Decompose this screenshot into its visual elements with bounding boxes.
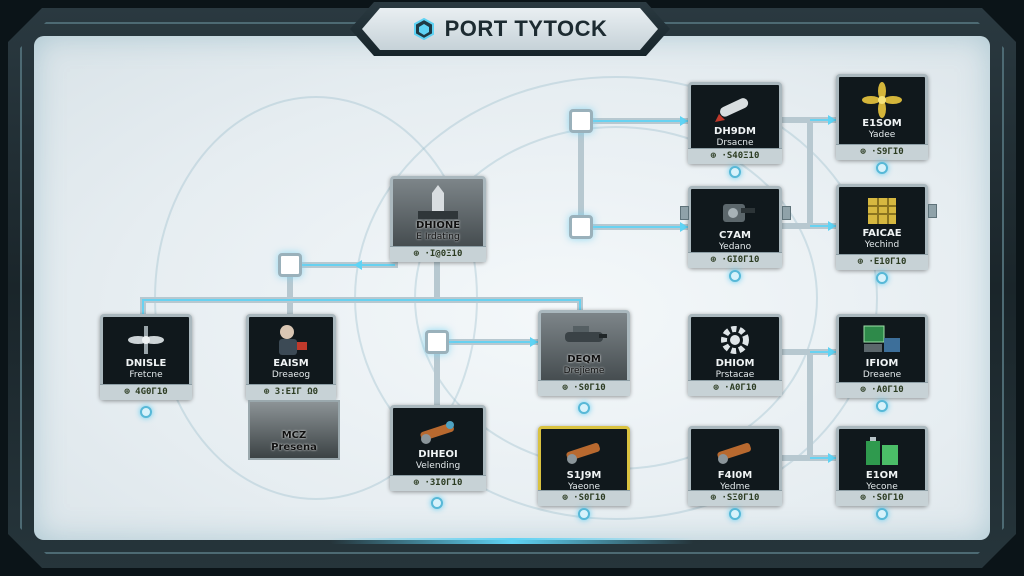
node-name: E1SOM	[862, 118, 902, 129]
node-subtitle: Dreaeog	[271, 370, 311, 380]
upgrade-node[interactable]: S1J9M Yaeone ⊕ ·S0Γ10	[538, 426, 630, 506]
node-cost: ⊕ ·3I0Γ10	[390, 475, 486, 491]
node-pin[interactable]	[140, 406, 152, 418]
preview-label: MCZ	[281, 430, 307, 441]
node-name: DHIONE	[415, 220, 461, 231]
node-cost: ⊕ 4G0Γ10	[100, 384, 192, 400]
node-pin[interactable]	[729, 166, 741, 178]
node-name: FAICAE	[862, 228, 902, 239]
node-subtitle: Drsacne	[716, 138, 754, 148]
page-title: PORT TYTOCK	[444, 16, 608, 41]
node-name: DHIOM	[715, 358, 755, 369]
node-cost: ⊕ ·A0Γ10	[688, 380, 782, 396]
side-tab	[928, 204, 937, 218]
node-subtitle: Velending	[415, 461, 461, 471]
node-pin[interactable]	[876, 400, 888, 412]
node-name: F4I0M	[717, 470, 753, 481]
node-subtitle: Prstacae	[715, 370, 755, 380]
pilot-icon	[253, 321, 329, 359]
node-name: E1OM	[865, 470, 899, 481]
gear-icon	[695, 321, 775, 359]
preview-sublabel: Presena	[271, 442, 317, 453]
node-name: IFIOM	[865, 358, 899, 369]
node-cost: ⊕ ·I@0Ξ10	[390, 246, 486, 262]
node-pin[interactable]	[876, 162, 888, 174]
title-bar: PORT TYTOCK	[362, 8, 658, 50]
node-cost: ⊕ ·S0Γ10	[538, 490, 630, 506]
locked-preview-panel: MCZ Presena	[248, 400, 340, 460]
node-cost: ⊕ 3:EΙΓ Ω0	[246, 384, 336, 400]
node-subtitle: E Irdating	[416, 232, 460, 242]
node-pin[interactable]	[431, 497, 443, 509]
node-subtitle: Yechind	[864, 240, 900, 250]
launcher-icon	[397, 412, 479, 450]
upgrade-node[interactable]: EAISM Dreaeog ⊕ 3:EΙΓ Ω0	[246, 314, 336, 400]
cannon-icon	[695, 433, 775, 471]
node-cost: ⊕ ·S9ΓI0	[836, 144, 928, 160]
node-pin[interactable]	[729, 270, 741, 282]
connector-joint	[425, 330, 449, 354]
node-subtitle: Yedme	[720, 482, 750, 492]
upgrade-node[interactable]: DNISLE Fretcne ⊕ 4G0Γ10	[100, 314, 192, 400]
connector-joint	[569, 109, 593, 133]
upgrade-node[interactable]: DHIONE E Irdating ⊕ ·I@0Ξ10	[390, 176, 486, 262]
connector-joint	[278, 253, 302, 277]
upgrade-node[interactable]: E1SOM Yadee ⊕ ·S9ΓI0	[836, 74, 928, 160]
side-tab	[782, 206, 791, 220]
tower-icon	[397, 183, 479, 221]
upgrade-node[interactable]: DH9DM Drsacne ⊕ ·S40Ξ10	[688, 82, 782, 164]
node-name: S1J9M	[566, 470, 602, 481]
console-icon	[843, 321, 921, 359]
node-subtitle: Yecone	[866, 482, 898, 492]
node-cost: ⊕ ·S0Γ10	[836, 490, 928, 506]
gunship-icon	[545, 317, 623, 355]
hex-emblem-icon	[413, 18, 434, 40]
node-cost: ⊕ ·A0Γ10	[836, 382, 928, 398]
node-cost: ⊕ ·E10Γ10	[836, 254, 928, 270]
node-pin[interactable]	[578, 508, 590, 520]
node-pin[interactable]	[729, 508, 741, 520]
upgrade-node[interactable]: C7AM Yedano ⊕ ·GI0Γ10	[688, 186, 782, 268]
twin-prop-icon	[107, 321, 185, 359]
node-subtitle: Yadee	[868, 130, 896, 140]
node-subtitle: Dreaene	[862, 370, 902, 380]
node-name: DIHEOI	[418, 449, 458, 460]
upgrade-node[interactable]: DHIOM Prstacae ⊕ ·A0Γ10	[688, 314, 782, 396]
propeller-icon	[843, 81, 921, 119]
rocket-icon	[695, 89, 775, 127]
cannon-icon	[545, 433, 623, 471]
upgrade-node[interactable]: FAICAE Yechind ⊕ ·E10Γ10	[836, 184, 928, 270]
crate-icon	[843, 191, 921, 229]
side-tab	[680, 206, 689, 220]
node-cost: ⊕ ·S40Ξ10	[688, 148, 782, 164]
connector-joint	[569, 215, 593, 239]
upgrade-node[interactable]: E1OM Yecone ⊕ ·S0Γ10	[836, 426, 928, 506]
node-subtitle: Drejieme	[563, 366, 605, 376]
node-name: EAISM	[273, 358, 309, 369]
node-name: C7AM	[719, 230, 751, 241]
node-pin[interactable]	[578, 402, 590, 414]
upgrade-node[interactable]: DEQM Drejieme ⊕ ·S0Γ10	[538, 310, 630, 396]
node-name: DEQM	[567, 354, 601, 365]
node-pin[interactable]	[876, 272, 888, 284]
bottom-accent-glow	[330, 538, 694, 544]
node-pin[interactable]	[876, 508, 888, 520]
node-cost: ⊕ ·SΞ0Γ10	[688, 490, 782, 506]
node-cost: ⊕ ·S0Γ10	[538, 380, 630, 396]
upgrade-node[interactable]: F4I0M Yedme ⊕ ·SΞ0Γ10	[688, 426, 782, 506]
node-subtitle: Yaeone	[567, 482, 601, 492]
battery-icon	[843, 433, 921, 471]
turret-icon	[695, 193, 775, 231]
node-name: DH9DM	[714, 126, 756, 137]
upgrade-node[interactable]: DIHEOI Velending ⊕ ·3I0Γ10	[390, 405, 486, 491]
node-subtitle: Yedano	[718, 242, 752, 252]
node-name: DNISLE	[125, 358, 167, 369]
upgrade-node[interactable]: IFIOM Dreaene ⊕ ·A0Γ10	[836, 314, 928, 398]
node-subtitle: Fretcne	[129, 370, 163, 380]
node-cost: ⊕ ·GI0Γ10	[688, 252, 782, 268]
